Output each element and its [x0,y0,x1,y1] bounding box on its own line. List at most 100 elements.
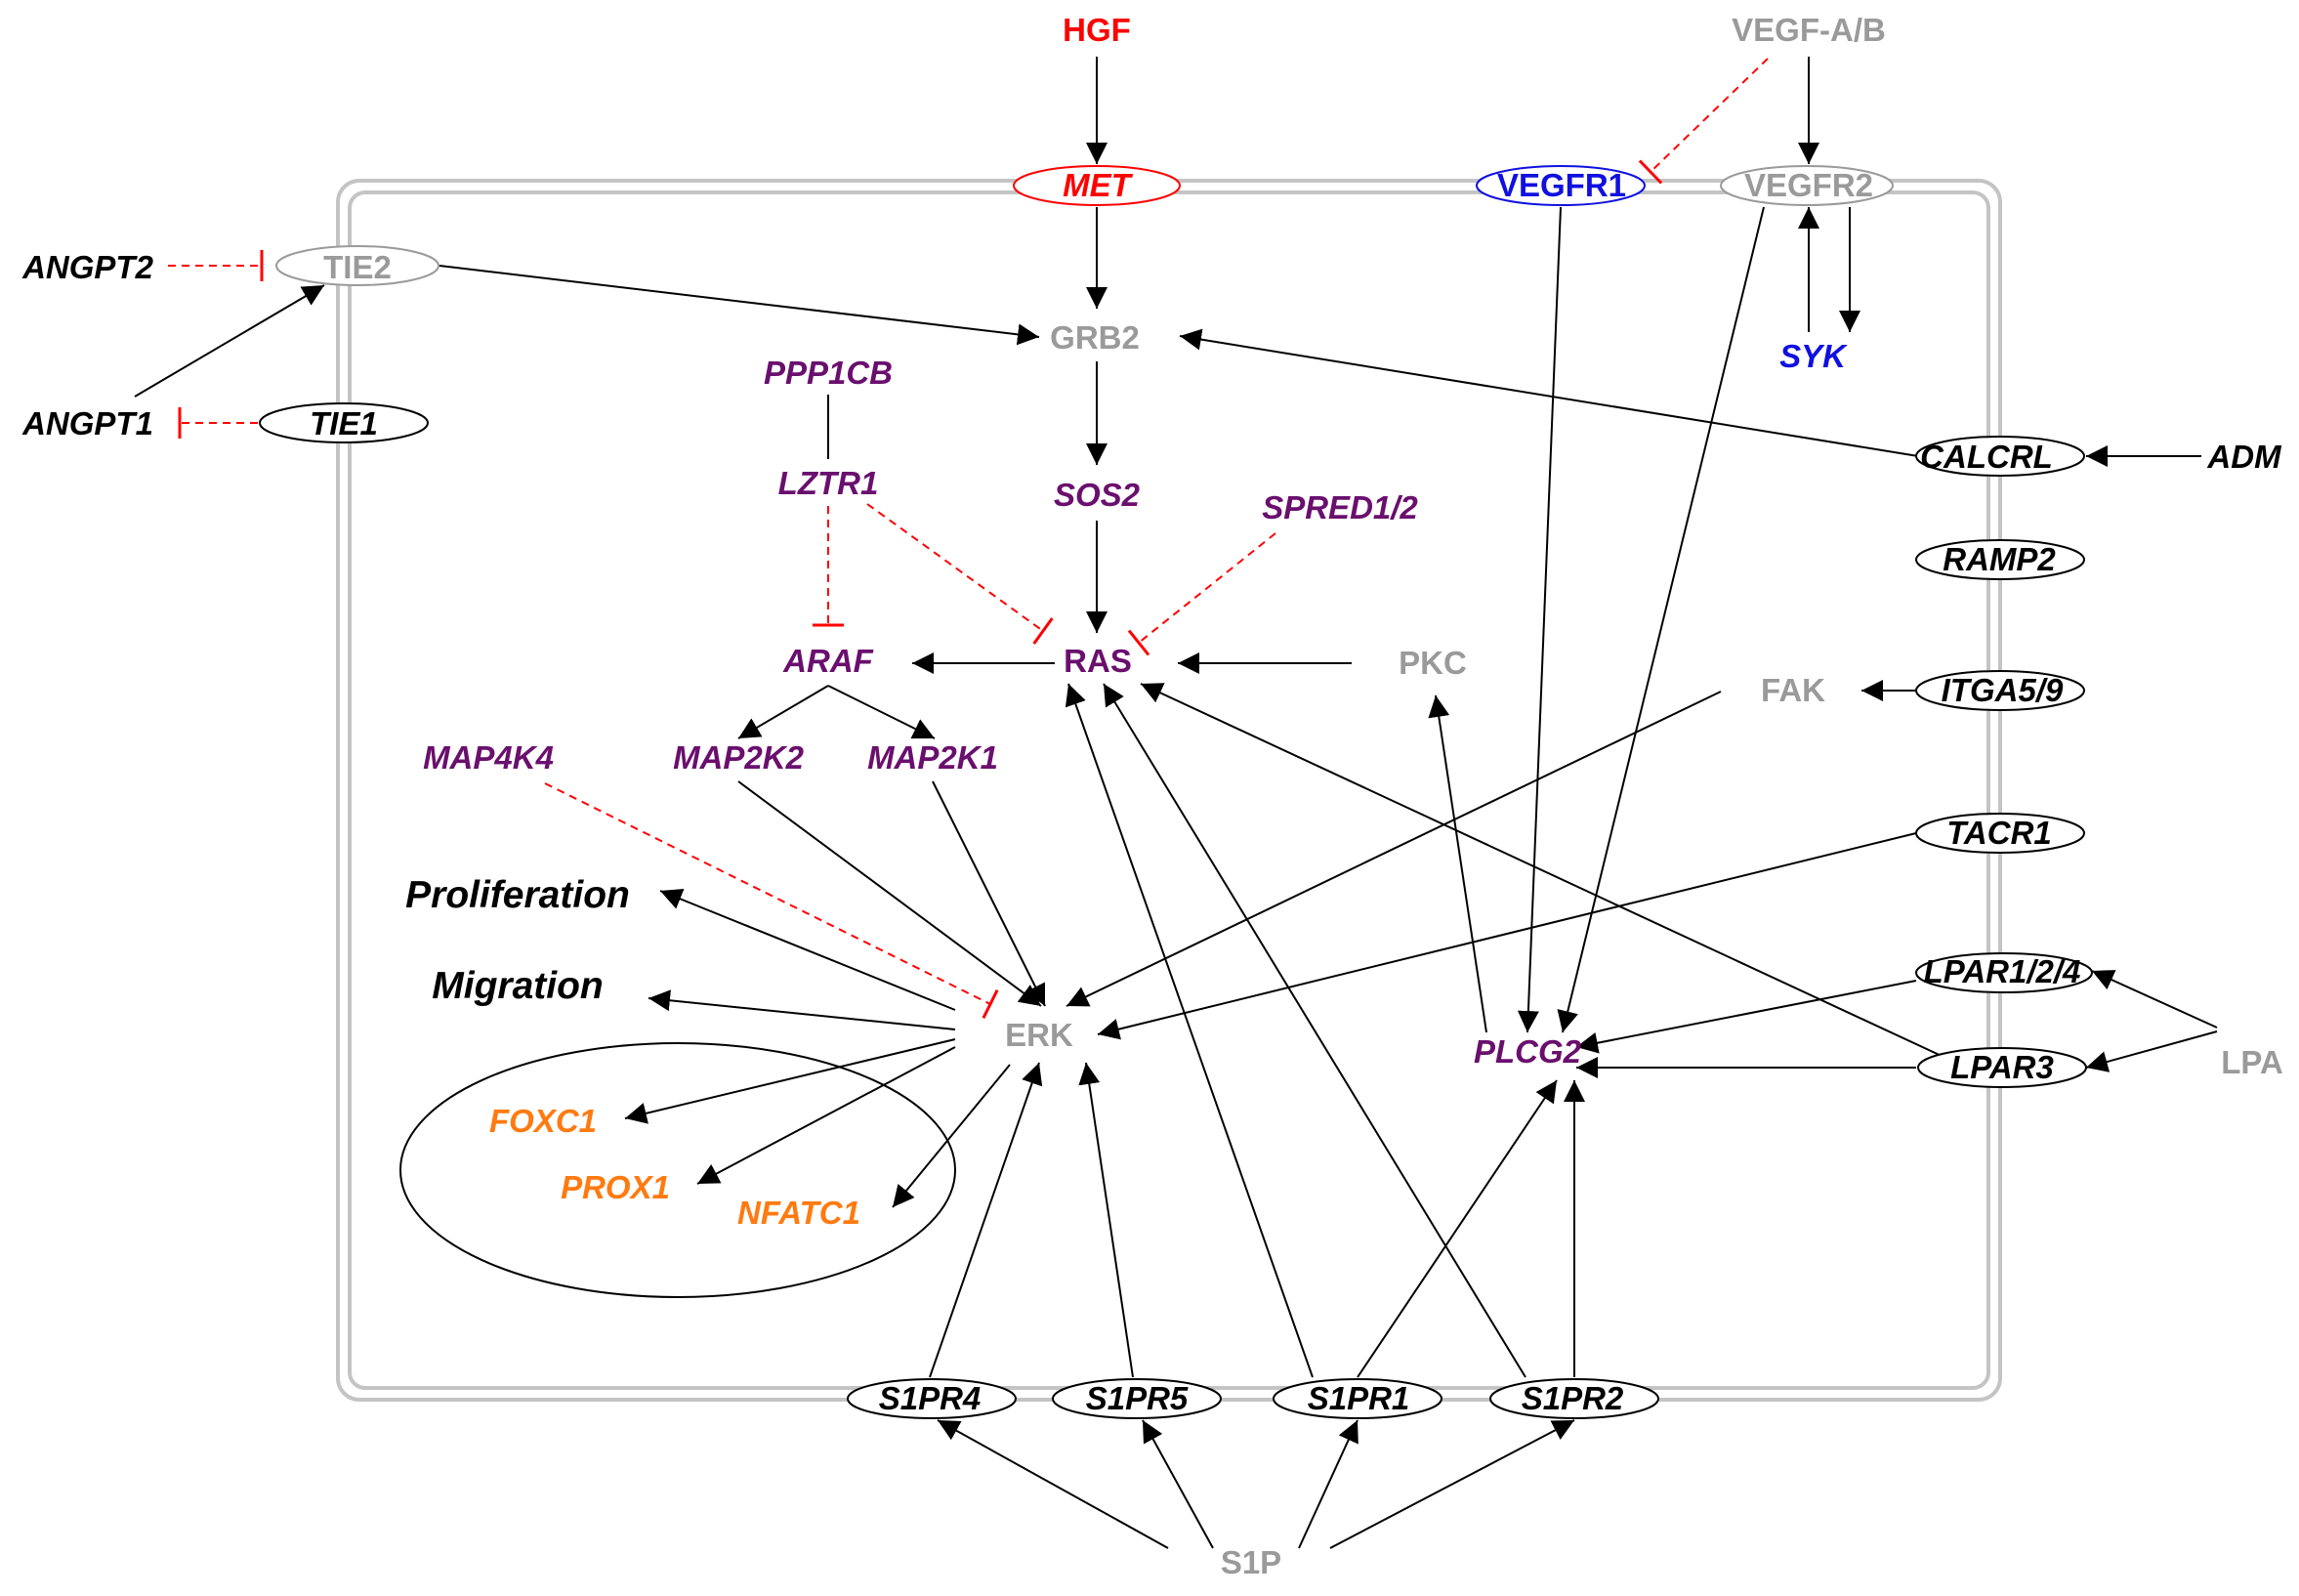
node-vegfab: VEGF-A/B [1732,12,1886,48]
edge-erk-nfatc1 [892,1064,1011,1208]
node-pkc: PKC [1399,645,1467,681]
node-ppp1cb: PPP1CB [764,355,893,391]
inhibit-bar-spred-ras [1127,629,1150,656]
edge-s1pr2-ras [1103,683,1526,1378]
edge-lpar124-plcg2 [1575,980,1917,1054]
edge-erk-migration [648,989,956,1030]
node-labels: HGF VEGF-A/B MET VEGFR1 VEGFR2 ANGPT2 TI… [21,12,2283,1580]
node-lpar124: LPAR1/2/4 [1924,953,2081,989]
node-tie1: TIE1 [310,405,378,441]
edge-calcrl-grb2 [1179,328,1919,457]
edge-erk-proliferation [659,889,956,1011]
node-s1pr4: S1PR4 [879,1380,982,1416]
node-araf: ARAF [782,643,873,679]
edge-s1pr4-erk [929,1062,1043,1378]
node-adm: ADM [2206,439,2282,475]
oval-s1pr2 [1489,1378,1659,1419]
node-angpt1: ANGPT1 [21,405,153,441]
oval-tie1 [259,402,429,443]
edge-s1pr1-ras [1065,683,1314,1378]
edge-angpt1-tie2 [134,284,325,398]
oval-lpar124 [1915,952,2093,993]
node-spred: SPRED1/2 [1262,489,1418,525]
oval-s1pr4 [847,1378,1017,1419]
edge-map4k4-erk [544,782,991,1005]
edge-s1p-s1pr4 [937,1419,1169,1549]
inhibit-bar-map4k4-erk [982,988,999,1020]
edge-map2k1-erk [932,780,1046,1007]
node-itga: ITGA5/9 [1942,672,2064,708]
edges [134,57,2218,1549]
receptor-ovals [259,165,2093,1419]
node-map4k4: MAP4K4 [423,739,554,776]
edge-lpar3-ras [1140,683,1944,1058]
edge-lztr1-ras [866,503,1044,632]
edge-fak-erk [1066,691,1722,1007]
edge-s1pr5-erk [1078,1062,1134,1378]
oval-met [1013,165,1181,206]
node-vegfr2: VEGFR2 [1744,167,1873,203]
oval-itga [1915,670,2085,711]
node-lztr1: LZTR1 [778,465,879,501]
inhibit-bar-lztr1-ras [1032,617,1054,645]
node-ramp2: RAMP2 [1943,541,2056,577]
node-ras: RAS [1064,643,1132,679]
node-nfatc1: NFATC1 [737,1195,860,1231]
edge-lpa-lpar3 [2085,1030,2218,1072]
edge-vegfr2-plcg2 [1557,206,1765,1033]
edge-lpa-lpar124 [2091,970,2218,1029]
node-s1pr2: S1PR2 [1522,1380,1624,1416]
oval-tie2 [275,245,439,286]
edge-tie2-grb2 [439,265,1040,346]
inhibit-bar-vegfab-vegfr1 [1638,159,1663,185]
edge-erk-foxc1 [624,1038,956,1124]
node-angpt2: ANGPT2 [21,249,154,285]
edge-s1p-s1pr1 [1298,1419,1358,1549]
edge-plcg2-pkc [1428,694,1487,1033]
node-tacr1: TACR1 [1946,815,2052,851]
edge-vegfab-vegfr1 [1650,58,1769,173]
node-map2k1: MAP2K1 [867,739,998,776]
oval-s1pr1 [1273,1378,1442,1419]
oval-calcrl [1915,436,2085,477]
oval-vegfr2 [1720,165,1894,206]
edge-s1p-s1pr5 [1142,1419,1214,1549]
oval-s1pr5 [1052,1378,1222,1419]
node-met: MET [1063,167,1134,203]
node-lpa: LPA [2221,1044,2283,1080]
node-vegfr1: VEGFR1 [1497,167,1626,203]
node-migration: Migration [432,965,603,1007]
edge-erk-prox1 [696,1046,956,1185]
node-lpar3: LPAR3 [1950,1049,2054,1085]
node-foxc1: FOXC1 [489,1103,597,1139]
node-hgf: HGF [1063,12,1131,48]
node-map2k2: MAP2K2 [673,739,805,776]
edge-s1p-s1pr2 [1329,1419,1575,1549]
node-proliferation: Proliferation [405,874,630,916]
edge-spred-ras [1138,532,1276,644]
edge-tacr1-erk [1097,832,1917,1040]
node-calcrl: CALCRL [1920,439,2053,475]
node-s1pr5: S1PR5 [1086,1380,1189,1416]
node-s1p: S1P [1221,1544,1281,1580]
oval-tacr1 [1915,813,2085,854]
edge-vegfr1-plcg2 [1517,206,1562,1033]
node-tie2: TIE2 [323,249,392,285]
node-prox1: PROX1 [561,1169,670,1205]
edge-araf-map2k1 [827,685,936,739]
oval-vegfr1 [1476,165,1646,206]
nucleus-ellipse [399,1042,956,1298]
edge-map2k2-erk [737,780,1042,1007]
oval-lpar3 [1917,1047,2087,1088]
node-fak: FAK [1761,672,1825,708]
node-erk: ERK [1005,1017,1073,1053]
node-grb2: GRB2 [1050,319,1140,356]
edge-s1pr1-plcg2 [1357,1079,1558,1378]
node-s1pr1: S1PR1 [1308,1380,1410,1416]
node-plcg2: PLCG2 [1474,1033,1582,1070]
node-syk: SYK [1779,338,1848,374]
edge-araf-map2k2 [737,685,829,739]
oval-ramp2 [1915,539,2085,580]
node-sos2: SOS2 [1054,477,1141,513]
